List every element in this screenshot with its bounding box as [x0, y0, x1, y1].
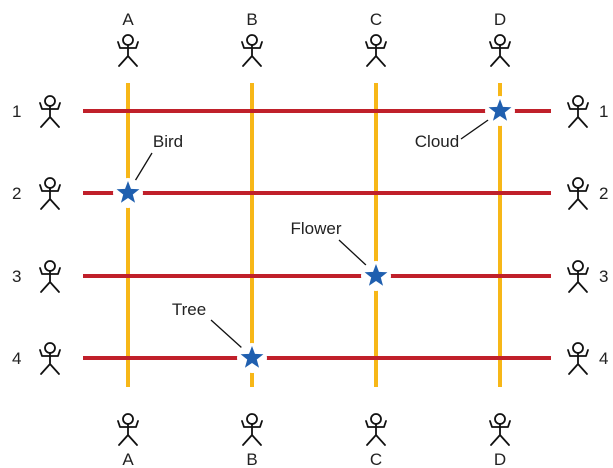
row-label-left: 1 [12, 102, 21, 121]
star-icon [364, 264, 388, 286]
stick-person-icon [241, 34, 263, 67]
callout-leader-bird [134, 152, 153, 182]
row-label-right: 2 [599, 184, 608, 203]
star-icon [488, 99, 512, 121]
column-label-bottom: B [246, 450, 257, 468]
stick-person-icon [39, 260, 61, 293]
column-label-top: A [122, 10, 134, 29]
column-label-top: D [494, 10, 506, 29]
row-label-right: 4 [599, 349, 608, 368]
row-label-left: 2 [12, 184, 21, 203]
stick-person-icon [567, 342, 589, 375]
callout-leader-tree [210, 319, 243, 349]
stick-person-icon [117, 34, 139, 67]
row-label-right: 3 [599, 267, 608, 286]
stick-person-icon [567, 177, 589, 210]
star-icon [116, 181, 140, 203]
column-label-top: B [246, 10, 257, 29]
stick-person-icon [567, 95, 589, 128]
column-label-bottom: A [122, 450, 134, 468]
stick-person-icon [489, 413, 511, 446]
callout-leader-cloud [460, 117, 492, 140]
stick-person-icon [567, 260, 589, 293]
marker-label-flower: Flower [290, 219, 341, 238]
row-label-left: 4 [12, 349, 21, 368]
callout-leader-flower [338, 239, 368, 267]
stick-person-icon [365, 413, 387, 446]
stick-person-icon [241, 413, 263, 446]
stick-person-icon [365, 34, 387, 67]
star-icon [240, 346, 264, 368]
stick-person-icon [489, 34, 511, 67]
stick-person-icon [39, 342, 61, 375]
stick-person-icon [39, 95, 61, 128]
stick-person-icon [39, 177, 61, 210]
column-label-bottom: C [370, 450, 382, 468]
column-label-bottom: D [494, 450, 506, 468]
row-label-left: 3 [12, 267, 21, 286]
stick-person-icon [117, 413, 139, 446]
column-label-top: C [370, 10, 382, 29]
marker-label-bird: Bird [153, 132, 183, 151]
row-label-right: 1 [599, 102, 608, 121]
marker-label-cloud: Cloud [415, 132, 459, 151]
marker-label-tree: Tree [172, 300, 206, 319]
